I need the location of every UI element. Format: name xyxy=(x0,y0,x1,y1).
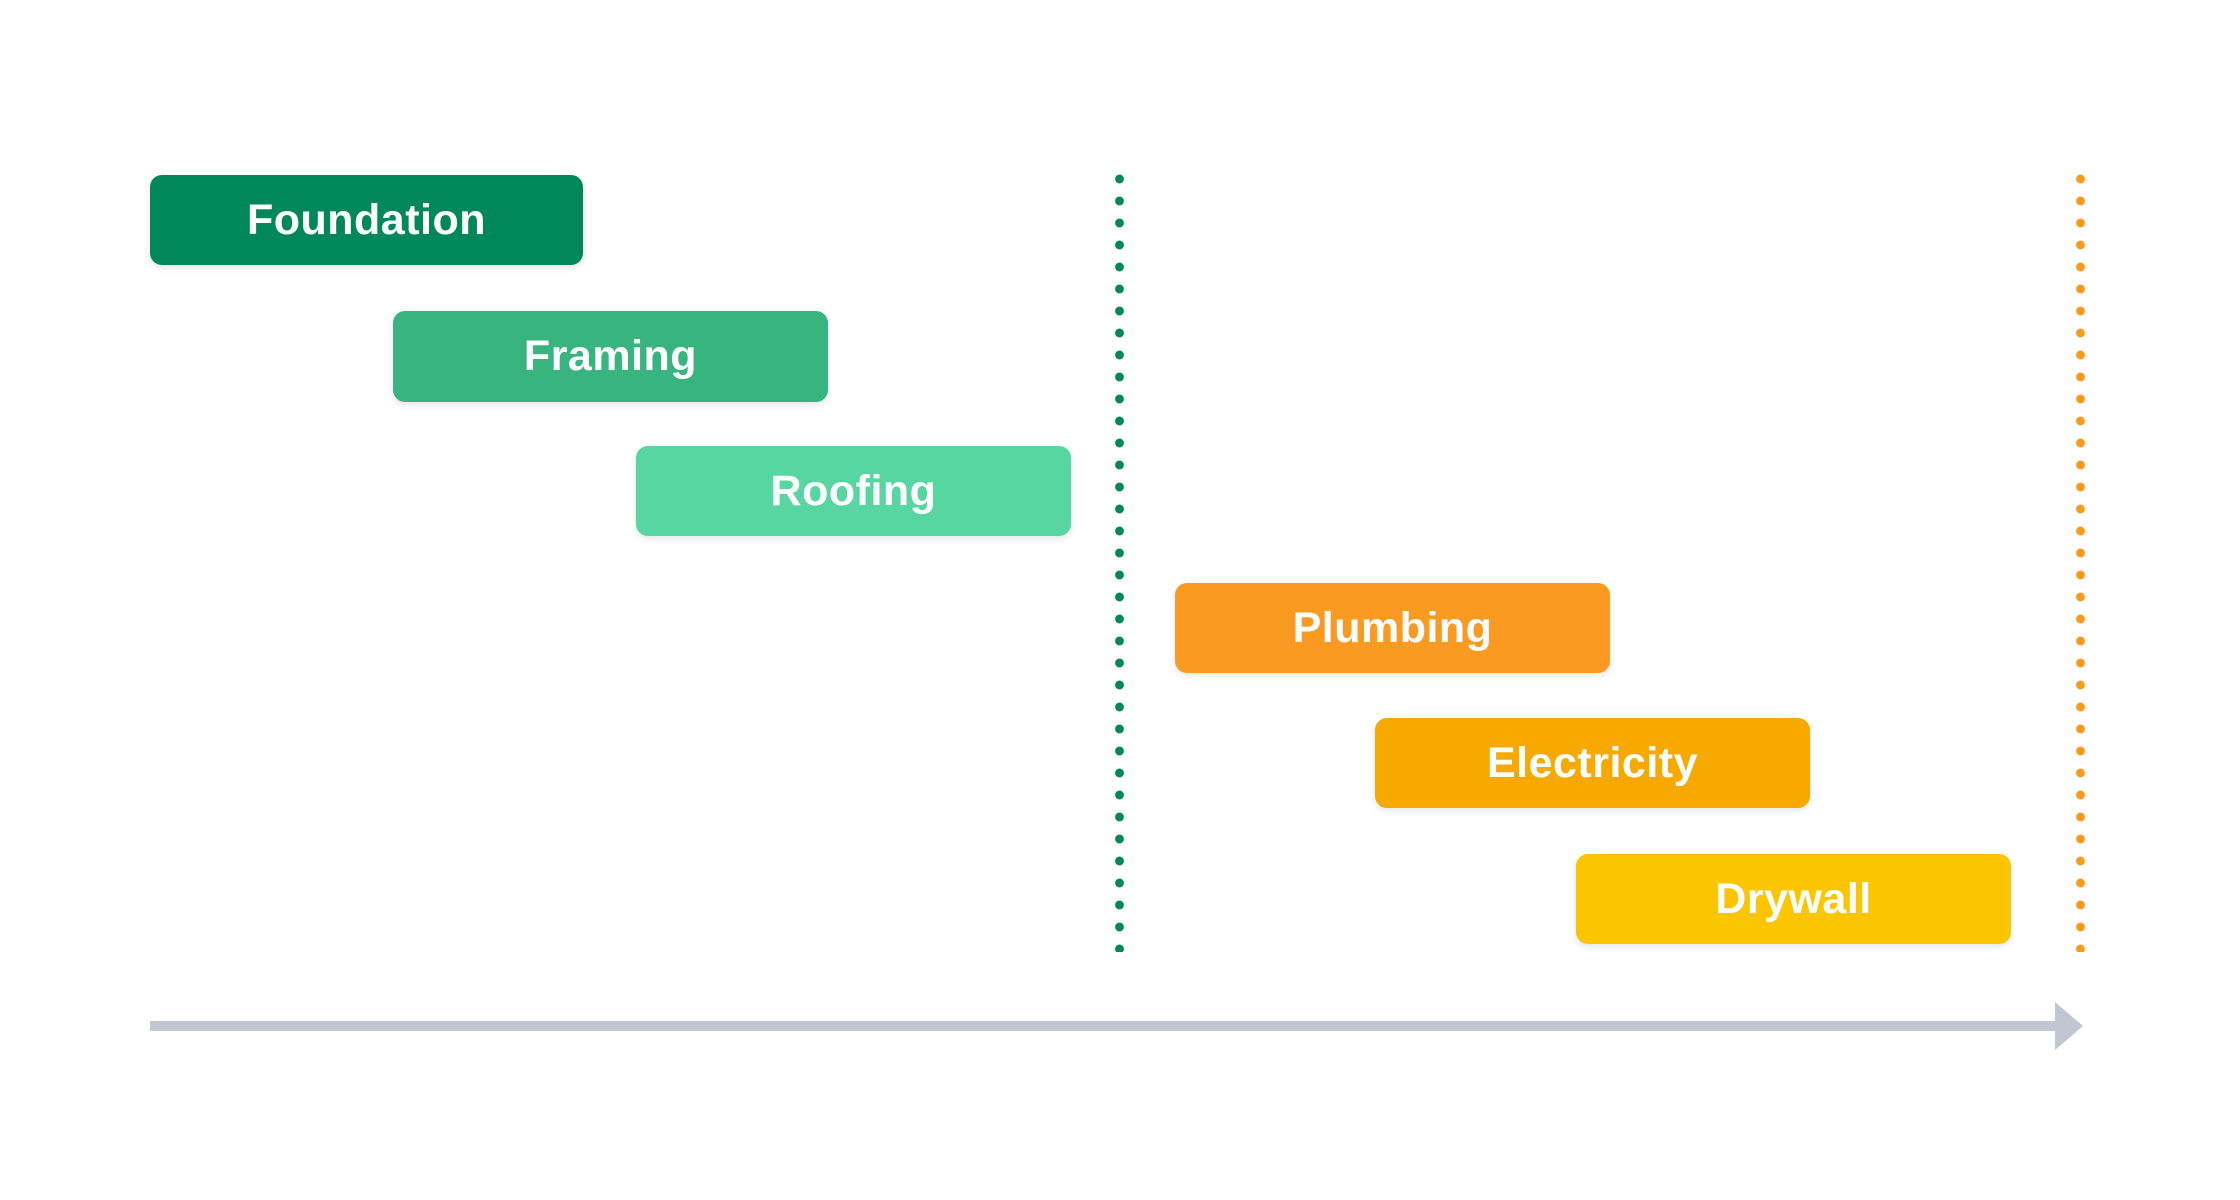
task-label: Drywall xyxy=(1715,874,1872,923)
timeline-axis-line xyxy=(150,1021,2057,1031)
task-bar-drywall: Drywall xyxy=(1576,854,2011,944)
timeline-axis-arrowhead-icon xyxy=(2055,1002,2083,1050)
green-milestone-line xyxy=(1114,168,1124,952)
task-label: Foundation xyxy=(246,195,487,244)
task-bar-framing: Framing xyxy=(393,311,828,402)
task-label: Electricity xyxy=(1486,738,1699,787)
task-bar-foundation: Foundation xyxy=(150,175,583,265)
task-bar-plumbing: Plumbing xyxy=(1175,583,1610,673)
task-label: Roofing xyxy=(770,466,937,515)
task-bar-electricity: Electricity xyxy=(1375,718,1810,808)
task-label: Plumbing xyxy=(1292,603,1493,652)
task-bar-roofing: Roofing xyxy=(636,446,1071,536)
orange-milestone-line xyxy=(2075,168,2085,952)
task-label: Framing xyxy=(523,332,698,380)
